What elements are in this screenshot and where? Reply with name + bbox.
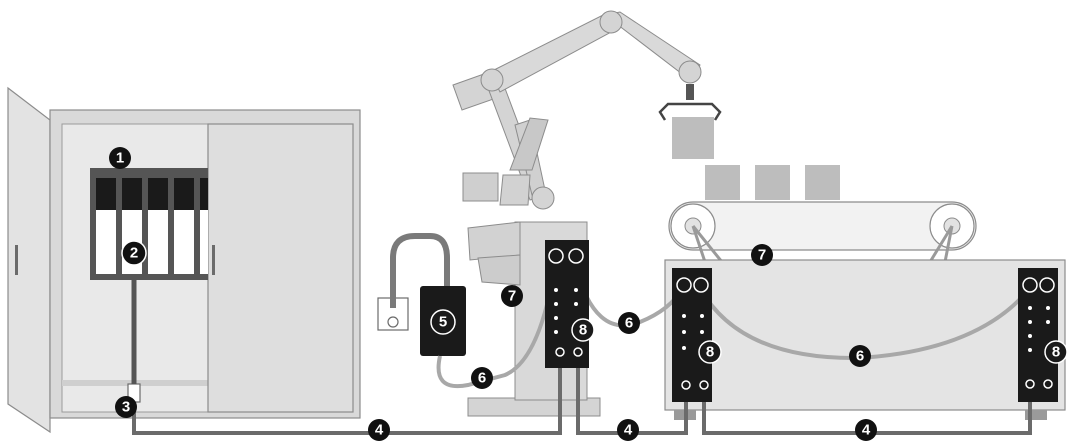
power-supply-unit	[377, 233, 466, 356]
robot-actuator-housing	[499, 174, 531, 206]
plc-module-3-top	[148, 178, 168, 210]
callout-2: 2	[121, 240, 147, 266]
robot-motor	[462, 172, 499, 202]
callout-4c-badge	[855, 419, 877, 441]
callout-5-badge	[430, 309, 456, 335]
plc-module-1-top	[96, 178, 116, 210]
right-door-handle	[212, 245, 215, 275]
callout-6c: 6	[849, 345, 871, 367]
callout-8b-badge	[698, 340, 722, 364]
cabinet-left-door	[7, 86, 51, 434]
callout-4b-badge	[617, 419, 639, 441]
io-robot-port-1	[548, 248, 564, 264]
callout-8c-label: 8	[1052, 344, 1060, 361]
conveyor-foot-right	[1025, 410, 1047, 420]
callout-1-badge	[109, 147, 131, 169]
cabinet-right-door	[207, 123, 354, 413]
callout-6a-label: 6	[478, 370, 486, 387]
plc-module-5-top	[200, 178, 208, 210]
plc-module-5	[200, 178, 208, 274]
callout-5: 5	[430, 309, 456, 335]
callout-7b-badge	[751, 244, 773, 266]
callout-4a-label: 4	[375, 422, 384, 439]
plc-module-2-top	[122, 178, 142, 210]
gripper-stem	[686, 84, 694, 100]
roller-left-support	[691, 225, 724, 263]
power-cable	[390, 233, 450, 308]
conveyor-body	[664, 259, 1066, 411]
conveyor-belt	[668, 201, 977, 251]
robot-upper-arm	[489, 13, 616, 93]
callout-8a: 8	[571, 318, 595, 342]
conveyor	[664, 165, 1066, 420]
callout-8b-label: 8	[706, 344, 714, 361]
robot-turret	[467, 221, 521, 261]
io-robot-bus-in	[555, 347, 565, 357]
callout-7a-label: 7	[508, 288, 516, 305]
callout-1: 1	[109, 147, 131, 169]
left-door-handle	[15, 245, 18, 275]
callout-2-label: 2	[130, 245, 138, 262]
conveyor-box-3	[805, 165, 840, 200]
callout-5-label: 5	[439, 314, 447, 331]
callout-6b-label: 6	[625, 315, 633, 332]
callout-3: 3	[115, 396, 137, 418]
control-cabinet	[7, 86, 361, 434]
conveyor-box-1	[705, 165, 740, 200]
robot-shoulder-joint	[480, 68, 504, 92]
robot-turret-lower	[477, 254, 521, 286]
io-robot-port-2	[568, 248, 584, 264]
callout-7a: 7	[501, 285, 523, 307]
callout-4c: 4	[855, 419, 877, 441]
callout-4b-label: 4	[624, 422, 633, 439]
callout-6b: 6	[618, 312, 640, 334]
plc-module-4-top	[174, 178, 194, 210]
io-module-conveyor-right	[1018, 268, 1058, 402]
callout-6c-badge	[849, 345, 871, 367]
conveyor-box-2	[755, 165, 790, 200]
callout-4a-badge	[368, 419, 390, 441]
callout-7a-badge	[501, 285, 523, 307]
callout-8c-badge	[1044, 340, 1068, 364]
robot-wrist-joint	[678, 60, 702, 84]
callout-8a-badge	[571, 318, 595, 342]
callout-8a-label: 8	[579, 322, 587, 339]
callout-6b-badge	[618, 312, 640, 334]
callout-8c: 8	[1044, 340, 1068, 364]
callout-3-badge	[115, 396, 137, 418]
callout-6a-badge	[471, 367, 493, 389]
callout-4b: 4	[617, 419, 639, 441]
bus-cable-segment-1	[132, 355, 562, 435]
callout-8b: 8	[698, 340, 722, 364]
callout-4c-label: 4	[862, 422, 871, 439]
callout-3-label: 3	[122, 399, 130, 416]
io-robot-bus-out	[573, 347, 583, 357]
socket-hole	[387, 316, 399, 328]
io-module-robot	[545, 240, 589, 368]
gripped-box	[672, 117, 714, 159]
callout-7b-label: 7	[758, 247, 766, 264]
robot-base-plate	[467, 397, 601, 417]
gripper-jaws	[658, 102, 722, 121]
robot-base-joint	[531, 186, 555, 210]
callout-4a: 4	[368, 419, 390, 441]
callout-6a: 6	[471, 367, 493, 389]
callout-7b: 7	[751, 244, 773, 266]
callout-1-label: 1	[116, 150, 124, 167]
io-module-conveyor-left	[672, 268, 712, 402]
robot-elbow-joint	[599, 10, 623, 34]
callout-6c-label: 6	[856, 348, 864, 365]
callout-2-badge	[121, 240, 147, 266]
robot-actuator	[509, 117, 549, 171]
roller-right-support	[928, 225, 954, 263]
